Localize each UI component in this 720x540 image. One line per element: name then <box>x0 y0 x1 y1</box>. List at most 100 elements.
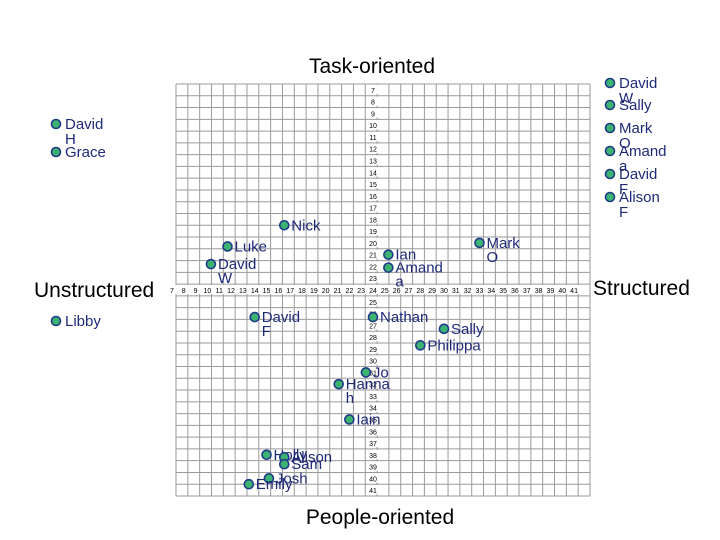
y-tick-bg <box>368 261 378 271</box>
x-tick-bg <box>486 285 497 294</box>
y-tick-bg <box>368 237 378 247</box>
y-tick-bg <box>368 143 378 153</box>
y-tick-bg <box>368 249 378 259</box>
data-point <box>474 237 485 249</box>
x-tick-label: 21 <box>334 288 342 295</box>
y-tick-label: 39 <box>369 465 377 472</box>
x-tick-label: 20 <box>322 288 330 295</box>
x-tick-bg <box>237 285 248 294</box>
x-tick-bg <box>427 285 438 294</box>
x-tick-label: 15 <box>263 288 271 295</box>
y-tick-bg <box>368 320 378 330</box>
x-tick-label: 27 <box>405 288 413 295</box>
y-tick-bg <box>368 285 378 294</box>
data-point-label: Nick <box>291 217 321 234</box>
x-tick-bg <box>356 285 367 294</box>
y-tick-label: 29 <box>369 347 377 354</box>
y-tick-label: 13 <box>369 159 377 166</box>
x-tick-bg <box>379 285 390 294</box>
x-tick-bg <box>545 285 556 294</box>
y-tick-label: 10 <box>369 123 377 130</box>
y-tick-label: 16 <box>369 194 377 201</box>
y-tick-bg <box>368 296 378 306</box>
y-tick-label: 30 <box>369 359 377 366</box>
data-point <box>344 414 355 425</box>
x-tick-label: 23 <box>357 288 365 295</box>
y-tick-bg <box>368 167 378 177</box>
outside-point <box>604 145 616 157</box>
y-tick-label: 27 <box>369 323 377 330</box>
x-tick-label: 34 <box>487 288 495 295</box>
x-tick-bg <box>297 285 308 294</box>
y-tick-bg <box>368 379 378 389</box>
x-tick-bg <box>403 285 414 294</box>
outside-point <box>50 146 62 158</box>
y-tick-label: 23 <box>369 276 377 283</box>
data-point-label: Nathan <box>380 309 428 326</box>
x-tick-bg <box>202 285 213 294</box>
y-tick-label: 33 <box>369 394 377 401</box>
x-tick-label: 28 <box>416 288 424 295</box>
y-tick-bg <box>368 390 378 400</box>
data-point <box>261 449 272 461</box>
y-tick-labels: 7891011121314151617181920212223242526272… <box>368 84 378 495</box>
x-tick-bg <box>521 285 532 294</box>
x-tick-bg <box>498 285 509 294</box>
outside-point <box>604 191 616 203</box>
x-tick-label: 40 <box>558 288 566 295</box>
x-tick-label: 11 <box>216 288 223 295</box>
y-tick-bg <box>368 155 378 165</box>
data-point <box>438 323 450 335</box>
y-tick-label: 18 <box>369 217 377 224</box>
y-tick-bg <box>368 190 378 200</box>
x-tick-label: 19 <box>310 288 318 295</box>
data-point <box>243 478 255 490</box>
y-tick-bg <box>368 131 378 141</box>
y-tick-bg <box>368 96 378 106</box>
axis-label-top: Task-oriented <box>309 55 435 78</box>
x-tick-bg <box>166 285 177 294</box>
x-tick-label: 32 <box>464 288 472 295</box>
x-tick-label: 10 <box>204 288 212 295</box>
data-point <box>222 241 233 252</box>
data-point-label: Alison <box>291 449 332 466</box>
x-tick-bg <box>450 285 461 294</box>
outside-point-label: Grace <box>65 144 106 161</box>
data-point <box>333 378 344 390</box>
x-tick-bg <box>320 285 331 294</box>
y-tick-label: 37 <box>369 441 377 448</box>
y-tick-label: 24 <box>369 288 377 295</box>
x-tick-bg <box>273 285 284 294</box>
x-tick-bg <box>344 285 355 294</box>
x-tick-bg <box>190 285 201 294</box>
x-tick-label: 18 <box>298 288 306 295</box>
outside-point <box>50 315 62 327</box>
data-point-label: Emily <box>256 476 293 493</box>
x-tick-bg <box>509 285 520 294</box>
y-tick-label: 15 <box>369 182 377 189</box>
x-tick-bg <box>308 285 319 294</box>
y-tick-label: 19 <box>369 229 377 236</box>
y-tick-label: 31 <box>369 370 377 377</box>
y-tick-bg <box>368 226 378 236</box>
x-tick-label: 29 <box>428 288 436 295</box>
data-point <box>205 258 217 270</box>
y-tick-label: 41 <box>369 488 377 495</box>
axis-label-right: Structured <box>593 277 690 300</box>
x-tick-label: 41 <box>570 288 578 295</box>
axis-label-bottom: People-oriented <box>306 506 454 529</box>
x-tick-label: 36 <box>511 288 519 295</box>
x-tick-label: 39 <box>547 288 555 295</box>
data-point <box>383 262 394 273</box>
y-tick-label: 40 <box>369 476 377 483</box>
y-tick-label: 22 <box>369 264 377 271</box>
y-tick-label: 21 <box>369 253 377 260</box>
y-tick-bg <box>368 179 378 189</box>
data-point-label: Sam <box>291 456 322 473</box>
x-tick-label: 14 <box>251 288 259 295</box>
y-tick-bg <box>368 367 378 377</box>
